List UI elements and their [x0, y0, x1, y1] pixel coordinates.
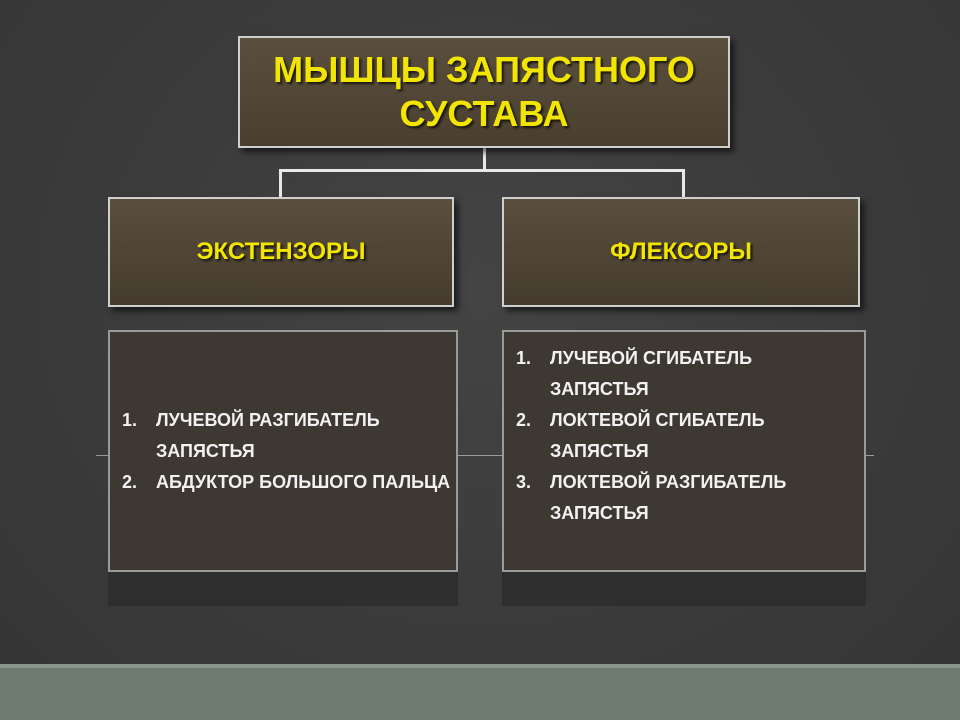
diagram-title: МЫШЦЫ ЗАПЯСТНОГО СУСТАВА	[273, 48, 695, 136]
title-line-2: СУСТАВА	[399, 93, 569, 134]
list-item-number: 1.	[516, 348, 532, 368]
list-item: 1. ЛУЧЕВОЙ СГИБАТЕЛЬ ЗАПЯСТЬЯ	[516, 343, 852, 405]
list-item-text: ЛУЧЕВОЙ СГИБАТЕЛЬ ЗАПЯСТЬЯ	[550, 348, 753, 399]
list-item-text: ЛОКТЕВОЙ РАЗГИБАТЕЛЬ ЗАПЯСТЬЯ	[550, 472, 787, 523]
category-label-flexors: ФЛЕКСОРЫ	[610, 238, 752, 265]
category-label-extensors: ЭКСТЕНЗОРЫ	[196, 238, 366, 265]
connector-right-drop	[682, 169, 685, 197]
category-box-flexors: ФЛЕКСОРЫ	[502, 197, 860, 307]
connector-list-left-stub	[96, 455, 108, 456]
connector-horizontal	[279, 169, 685, 172]
list-item-text: АБДУКТОР БОЛЬШОГО ПАЛЬЦА	[156, 471, 451, 492]
connector-title-stem	[483, 148, 486, 170]
title-line-1: МЫШЦЫ ЗАПЯСТНОГО	[273, 49, 695, 90]
list-item-number: 1.	[122, 409, 138, 430]
category-box-extensors: ЭКСТЕНЗОРЫ	[108, 197, 454, 307]
list-item: 1. ЛУЧЕВОЙ РАЗГИБАТЕЛЬ ЗАПЯСТЬЯ	[122, 405, 452, 467]
flexors-list: 1. ЛУЧЕВОЙ СГИБАТЕЛЬ ЗАПЯСТЬЯ 2. ЛОКТЕВО…	[504, 343, 852, 529]
list-item-text: ЛОКТЕВОЙ СГИБАТЕЛЬ ЗАПЯСТЬЯ	[550, 410, 765, 461]
list-item: 2. АБДУКТОР БОЛЬШОГО ПАЛЬЦА	[122, 467, 452, 498]
connector-list-middle	[458, 455, 502, 456]
title-box: МЫШЦЫ ЗАПЯСТНОГО СУСТАВА	[238, 36, 730, 148]
connector-list-right-stub	[866, 455, 874, 456]
list-item-number: 2.	[516, 410, 532, 430]
list-box-flexors: 1. ЛУЧЕВОЙ СГИБАТЕЛЬ ЗАПЯСТЬЯ 2. ЛОКТЕВО…	[502, 330, 866, 572]
list-shadow-flexors	[502, 572, 866, 606]
list-item-text: ЛУЧЕВОЙ РАЗГИБАТЕЛЬ ЗАПЯСТЬЯ	[156, 409, 380, 461]
list-item-number: 2.	[122, 471, 138, 492]
connector-left-drop	[279, 169, 282, 197]
list-box-extensors: 1. ЛУЧЕВОЙ РАЗГИБАТЕЛЬ ЗАПЯСТЬЯ 2. АБДУК…	[108, 330, 458, 572]
list-item: 3. ЛОКТЕВОЙ РАЗГИБАТЕЛЬ ЗАПЯСТЬЯ	[516, 467, 852, 529]
extensors-list: 1. ЛУЧЕВОЙ РАЗГИБАТЕЛЬ ЗАПЯСТЬЯ 2. АБДУК…	[110, 405, 452, 498]
footer-bar	[0, 664, 960, 720]
list-item: 2. ЛОКТЕВОЙ СГИБАТЕЛЬ ЗАПЯСТЬЯ	[516, 405, 852, 467]
list-shadow-extensors	[108, 572, 458, 606]
list-item-number: 3.	[516, 472, 532, 492]
